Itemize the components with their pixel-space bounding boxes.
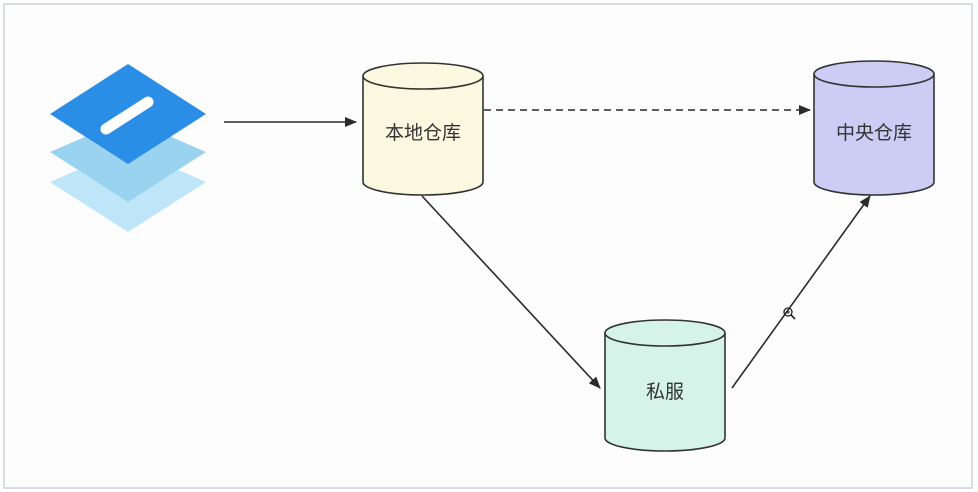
edge-local-to-private xyxy=(421,195,601,389)
node-private-server-label: 私服 xyxy=(646,381,684,403)
edge-private-to-central xyxy=(731,195,871,389)
zoom-cursor-icon xyxy=(783,307,796,320)
maven-stack-icon xyxy=(50,64,206,232)
node-central-repo-label: 中央仓库 xyxy=(836,122,912,144)
diagram-frame xyxy=(3,3,973,489)
node-central-repo: 中央仓库 xyxy=(813,60,935,196)
node-private-server: 私服 xyxy=(604,319,726,452)
node-local-repo: 本地仓库 xyxy=(362,62,484,196)
node-local-repo-label: 本地仓库 xyxy=(385,122,461,144)
